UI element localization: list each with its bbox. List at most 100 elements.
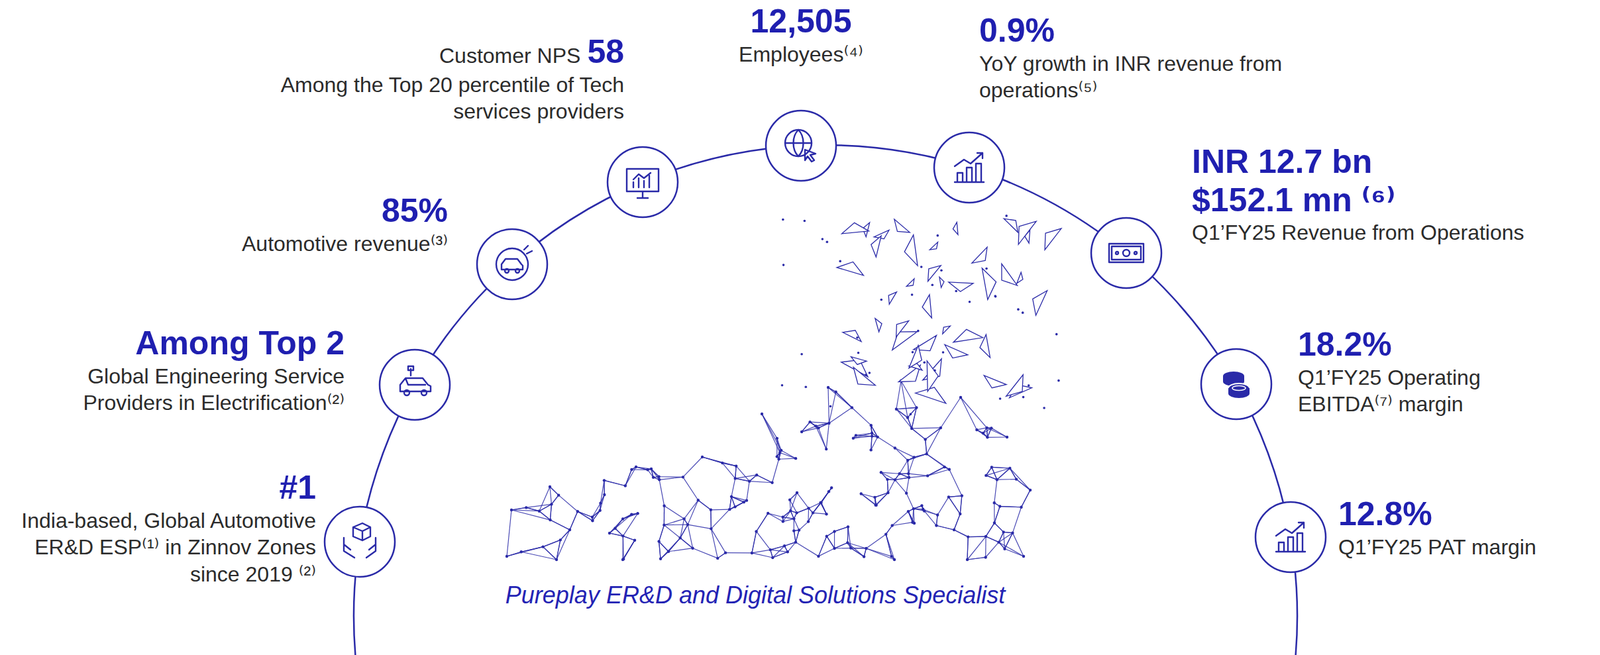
stat-caption: Q1’FY25 Operating EBITDA⁽⁷⁾ margin	[1297, 364, 1524, 419]
wire-node	[854, 433, 858, 437]
wire-stroke	[756, 531, 771, 550]
fragment-dot	[993, 294, 997, 298]
wire-stroke	[506, 547, 544, 557]
stat-caption: Customer NPS	[439, 43, 581, 68]
wire-node	[576, 510, 580, 513]
fragment-triangle	[906, 278, 915, 287]
wire-node	[884, 532, 888, 536]
wire-stroke	[622, 513, 638, 519]
wire-node	[682, 517, 686, 521]
wire-stroke	[991, 467, 1010, 469]
wire-node	[834, 390, 837, 394]
wire-node	[649, 467, 653, 471]
stat-icon	[400, 366, 431, 396]
wire-stroke	[560, 530, 570, 540]
wire-node	[613, 527, 617, 531]
wire-stroke	[511, 507, 527, 511]
fragment-dot	[1016, 308, 1020, 311]
wire-stroke	[834, 526, 849, 532]
wire-node	[781, 516, 784, 519]
stat-value: INR 12.7 bn $152.1 mn ⁽⁶⁾	[1191, 143, 1444, 220]
text-line: Customer NPS58	[266, 33, 625, 72]
fragment-dot	[803, 219, 807, 223]
wire-stroke	[907, 453, 927, 461]
wire-node	[520, 550, 523, 554]
wire-stroke	[660, 537, 681, 560]
wire-stroke	[926, 453, 950, 470]
wire-stroke	[659, 477, 684, 480]
fragment-triangle	[850, 357, 866, 366]
wire-node	[557, 493, 560, 497]
wire-stroke	[779, 453, 796, 460]
wire-stroke	[793, 518, 795, 531]
wire-stroke	[848, 526, 851, 548]
wire-node	[781, 520, 785, 523]
wire-node	[990, 465, 994, 469]
wire-stroke	[622, 535, 625, 560]
stat-caption: Automotive revenue⁽³⁾	[169, 230, 448, 258]
stat-circle: 85%Automotive revenue⁽³⁾	[475, 227, 549, 301]
wire-stroke	[746, 481, 750, 501]
wire-stroke	[815, 423, 829, 427]
wire-stroke	[680, 537, 694, 548]
wire-stroke	[818, 536, 827, 557]
wire-node	[832, 547, 836, 550]
icon-circle	[764, 109, 838, 183]
wire-node	[733, 505, 737, 509]
wire-stroke	[702, 457, 737, 467]
wire-stroke	[936, 526, 955, 531]
wire-node	[548, 485, 552, 489]
wire-stroke	[828, 392, 836, 424]
wire-node	[983, 555, 987, 559]
wire-node	[524, 506, 528, 509]
wire-stroke	[651, 469, 660, 480]
fragment-dot	[909, 413, 913, 417]
wire-node	[549, 502, 553, 506]
wire-node	[548, 518, 552, 522]
wire-node	[893, 478, 897, 481]
wire-node	[598, 501, 602, 505]
wire-node	[906, 459, 909, 462]
text-line: Global Engineering Service Providers in …	[19, 363, 345, 417]
wire-stroke	[948, 496, 960, 515]
wire-node	[993, 521, 996, 525]
icon-circle	[323, 505, 397, 579]
wire-node	[1002, 530, 1006, 534]
wire-stroke	[609, 533, 623, 536]
wire-node	[750, 551, 754, 555]
fragment-dot	[1022, 396, 1025, 399]
wire-stroke	[797, 508, 809, 513]
stat-text: #1India-based, Global Automotive ER&D ES…	[17, 469, 317, 588]
wire-stroke	[569, 511, 578, 531]
wire-stroke	[735, 478, 750, 481]
wire-stroke	[908, 473, 928, 476]
wire-stroke	[967, 557, 986, 560]
wire-stroke	[991, 467, 1010, 469]
stat-icon	[954, 153, 984, 183]
wire-stroke	[521, 551, 557, 560]
wire-node	[775, 437, 779, 440]
wire-node	[885, 478, 889, 481]
stat-value: 12.8%	[1338, 495, 1591, 534]
wire-node	[630, 512, 633, 516]
stat-circle: 18.2%Q1’FY25 Operating EBITDA⁽⁷⁾ margin	[1199, 347, 1273, 421]
wire-stroke	[895, 447, 915, 458]
wire-node	[788, 498, 792, 501]
wire-stroke	[834, 547, 852, 550]
wire-stroke	[812, 502, 821, 513]
wire-stroke	[960, 496, 962, 515]
text-line: 18.2%	[1297, 325, 1524, 365]
wire-stroke	[999, 532, 1004, 542]
wire-stroke	[907, 417, 912, 429]
circle-outline	[477, 229, 548, 300]
wire-stroke	[954, 530, 968, 538]
wire-node	[662, 504, 666, 508]
wire-stroke	[967, 557, 986, 560]
wire-stroke	[789, 492, 798, 501]
wire-stroke	[907, 417, 912, 429]
wire-stroke	[834, 526, 849, 532]
wire-node	[537, 510, 541, 513]
wire-stroke	[772, 459, 780, 483]
fragment-dot	[1005, 214, 1008, 218]
